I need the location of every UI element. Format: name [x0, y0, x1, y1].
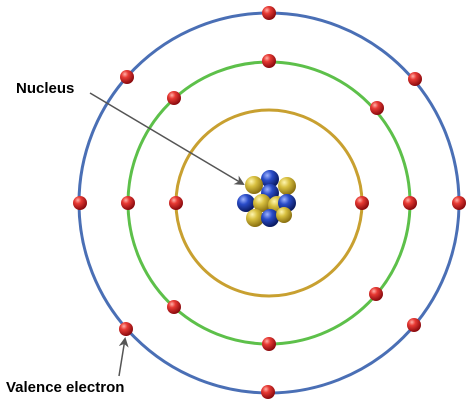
proton	[246, 209, 264, 227]
electron	[167, 300, 181, 314]
nucleus	[237, 170, 296, 227]
outer-shell-electrons	[73, 6, 466, 399]
valence-electron-arrow	[118, 337, 129, 377]
neutron	[237, 194, 255, 212]
middle-shell-electrons	[121, 54, 417, 351]
nucleus-label: Nucleus	[16, 80, 74, 97]
valence-electron	[119, 322, 133, 336]
proton	[278, 177, 296, 195]
electron	[369, 287, 383, 301]
electron	[408, 72, 422, 86]
electron	[403, 196, 417, 210]
electron	[261, 385, 275, 399]
electron	[370, 101, 384, 115]
electron	[73, 196, 87, 210]
proton	[245, 176, 263, 194]
neutron	[261, 170, 279, 188]
electron	[120, 70, 134, 84]
inner-shell-electrons	[169, 196, 369, 210]
valence-electron-label: Valence electron	[6, 379, 124, 396]
electron	[121, 196, 135, 210]
proton	[276, 207, 292, 223]
nucleus-arrow	[89, 92, 245, 186]
electron	[452, 196, 466, 210]
electron	[262, 6, 276, 20]
electron	[262, 337, 276, 351]
electron	[262, 54, 276, 68]
proton	[253, 194, 271, 212]
neutron	[261, 209, 279, 227]
electron	[407, 318, 421, 332]
electron	[167, 91, 181, 105]
electron	[355, 196, 369, 210]
electron	[169, 196, 183, 210]
